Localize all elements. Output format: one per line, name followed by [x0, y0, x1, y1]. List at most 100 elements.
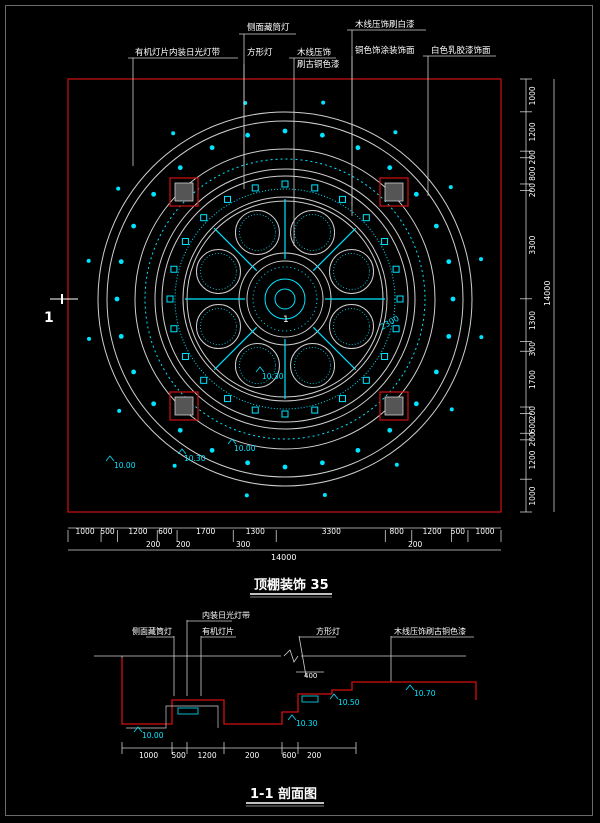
dim-value: 1000 [475, 527, 494, 536]
level-1: 10.00 [114, 461, 136, 470]
downlight [446, 259, 452, 265]
square-lamp [224, 395, 231, 403]
downlight [177, 427, 183, 433]
level-3: 10.30 [184, 454, 206, 463]
downlight-outer [449, 407, 454, 412]
downlight [450, 296, 456, 302]
downlight-outer [321, 100, 326, 105]
downlight [177, 165, 183, 171]
dim-value: 1200 [528, 122, 537, 141]
square-lamp [396, 295, 404, 303]
dim-sub: 200 [176, 540, 191, 549]
level-marks [105, 366, 265, 462]
downlight-outer [478, 257, 483, 262]
spoke [312, 326, 357, 371]
plan-leaders [128, 29, 496, 246]
downlight-outer [448, 185, 453, 190]
square-lamp [251, 184, 259, 192]
title-main: 顶棚装饰 35 [254, 577, 329, 593]
petal-inner [333, 308, 370, 345]
dim-value: 3300 [528, 235, 537, 254]
dim-value: 1200 [198, 751, 217, 760]
sec-level-4: 10.70 [414, 689, 436, 698]
dim-value: 1300 [246, 527, 265, 536]
dim-value: 800 [390, 527, 405, 536]
sec-label-side-lamp: 侧面藏筒灯 [132, 626, 172, 636]
section-profile [121, 658, 477, 725]
petal-circle [290, 343, 336, 389]
right-total: 14000 [543, 281, 552, 306]
level-2: 10.00 [234, 444, 256, 453]
downlight-outer [172, 463, 177, 468]
downlight-outer [322, 492, 327, 497]
dim-value: 1000 [76, 527, 95, 536]
square-lamp [200, 376, 208, 384]
downlight [118, 333, 124, 339]
dim-value: 600 [158, 527, 173, 536]
downlight-outer [87, 336, 92, 341]
downlight [413, 191, 419, 197]
petal-inner [333, 253, 370, 290]
square-lamp [339, 195, 346, 203]
dim-value: 500 [172, 751, 187, 760]
sec-square-lamp [301, 695, 319, 703]
dim-value: 500 [100, 527, 115, 536]
label-plexi-fluor: 有机灯片内装日光灯带 [135, 47, 221, 58]
downlight-outer [86, 258, 91, 263]
sec-label-fluor: 内装日光灯带 [202, 610, 250, 620]
plan-downlights [86, 100, 484, 498]
section-cut-mark: 1 [44, 294, 78, 326]
label-line-copper: 木线压饰 [297, 47, 332, 58]
square-lamp [381, 238, 389, 245]
downlight-outer [394, 462, 399, 467]
plan-cyan-details [144, 158, 426, 440]
square-lamp [281, 180, 289, 188]
square-lamp [166, 295, 174, 303]
dim-value: 500 [451, 527, 466, 536]
downlight [131, 223, 137, 229]
square-lamp [392, 325, 400, 333]
square-lamp [170, 265, 178, 273]
sec-level-3: 10.50 [338, 698, 360, 707]
plan-boundary [67, 78, 502, 513]
label-line-copper2: 刷古铜色漆 [297, 59, 340, 70]
dim-value: 1000 [528, 486, 537, 505]
downlight [446, 333, 452, 339]
spoke [213, 227, 258, 272]
cad-drawing: 有机灯片内装日光灯带 侧面藏筒灯 方形灯 木线压饰 刷古铜色漆 木线压饰刷白漆 … [44, 19, 555, 807]
petal-inner [239, 347, 276, 384]
dim-value: 1200 [423, 527, 442, 536]
dim-value: 300 [528, 342, 537, 357]
downlight-outer [117, 408, 122, 413]
square-lamp [200, 214, 208, 222]
dim-value: 200 [528, 183, 537, 198]
square-lamp [251, 406, 259, 414]
sec-level-2: 10.30 [296, 719, 318, 728]
petal-inner [200, 253, 237, 290]
downlight [433, 223, 439, 229]
petal-inner [294, 214, 331, 251]
petal-inner [294, 347, 331, 384]
section-levels: 10.00 10.30 10.50 10.70 [142, 689, 436, 740]
downlight [114, 296, 120, 302]
level-4: 10.30 [262, 372, 284, 381]
spoke [312, 227, 357, 272]
downlight [355, 145, 361, 151]
downlight-outer [244, 493, 249, 498]
bottom-total: 14000 [271, 553, 296, 562]
sec-dim-top: 400 [304, 672, 317, 680]
dim-sub: 200 [146, 540, 161, 549]
petal-inner [200, 308, 237, 345]
downlight [355, 447, 361, 453]
downlight [151, 191, 157, 197]
plan-spokes [185, 199, 385, 399]
plan-levels: 10.00 10.00 10.30 10.30 [114, 372, 284, 470]
petal-circle [329, 304, 375, 350]
plan-rings [97, 111, 473, 487]
downlight [413, 401, 419, 407]
petal-circle [329, 248, 375, 294]
dim-value: 1000 [139, 751, 158, 760]
square-lamp [181, 238, 189, 245]
dim-value: 1700 [528, 370, 537, 389]
downlight [282, 464, 288, 470]
